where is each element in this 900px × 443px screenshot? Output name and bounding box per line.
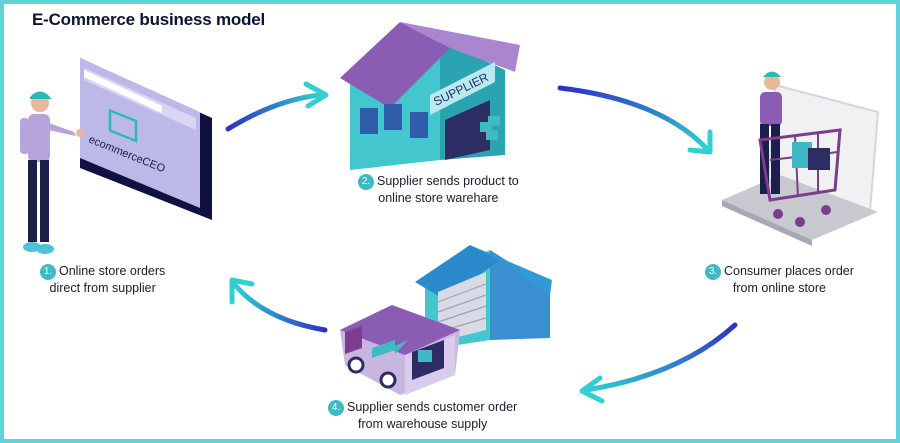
step-3-line1: Consumer places order (724, 264, 854, 278)
arrow-step3-to-step4 (579, 322, 738, 404)
step-3-number: 3. (705, 264, 721, 280)
step-4-line2: from warehouse supply (358, 417, 488, 431)
step-4-line1: Supplier sends customer order (347, 400, 518, 414)
delivery-van-icon (340, 305, 460, 395)
step-2-line1: Supplier sends product to (377, 174, 519, 188)
arrow-step1-to-step2 (225, 81, 329, 132)
arrow-step4-to-step1 (229, 277, 328, 333)
diagram-title: E-Commerce business model (32, 10, 266, 29)
supplier-warehouse-icon: SUPPLIER (340, 22, 520, 170)
step-3-label: 3.Consumer places order from online stor… (705, 263, 854, 297)
step-4-label: 4.Supplier sends customer order from war… (328, 399, 517, 433)
arrow-step2-to-step3 (557, 85, 713, 155)
step-1-line1: Online store orders (59, 264, 166, 278)
step-2-number: 2. (358, 174, 374, 190)
step-1-label: 1.Online store orders direct from suppli… (40, 263, 165, 297)
step-2-label: 2.Supplier sends product to online store… (358, 173, 519, 207)
step-1-line2: direct from supplier (49, 281, 156, 295)
person-at-screen-icon: ecommerceCEO (20, 58, 212, 254)
shopper-with-cart-icon (722, 71, 880, 246)
step-4-number: 4. (328, 400, 344, 416)
step-2-line2: online store warehare (378, 191, 499, 205)
step-3-line2: from online store (732, 281, 827, 295)
step-1-number: 1. (40, 264, 56, 280)
